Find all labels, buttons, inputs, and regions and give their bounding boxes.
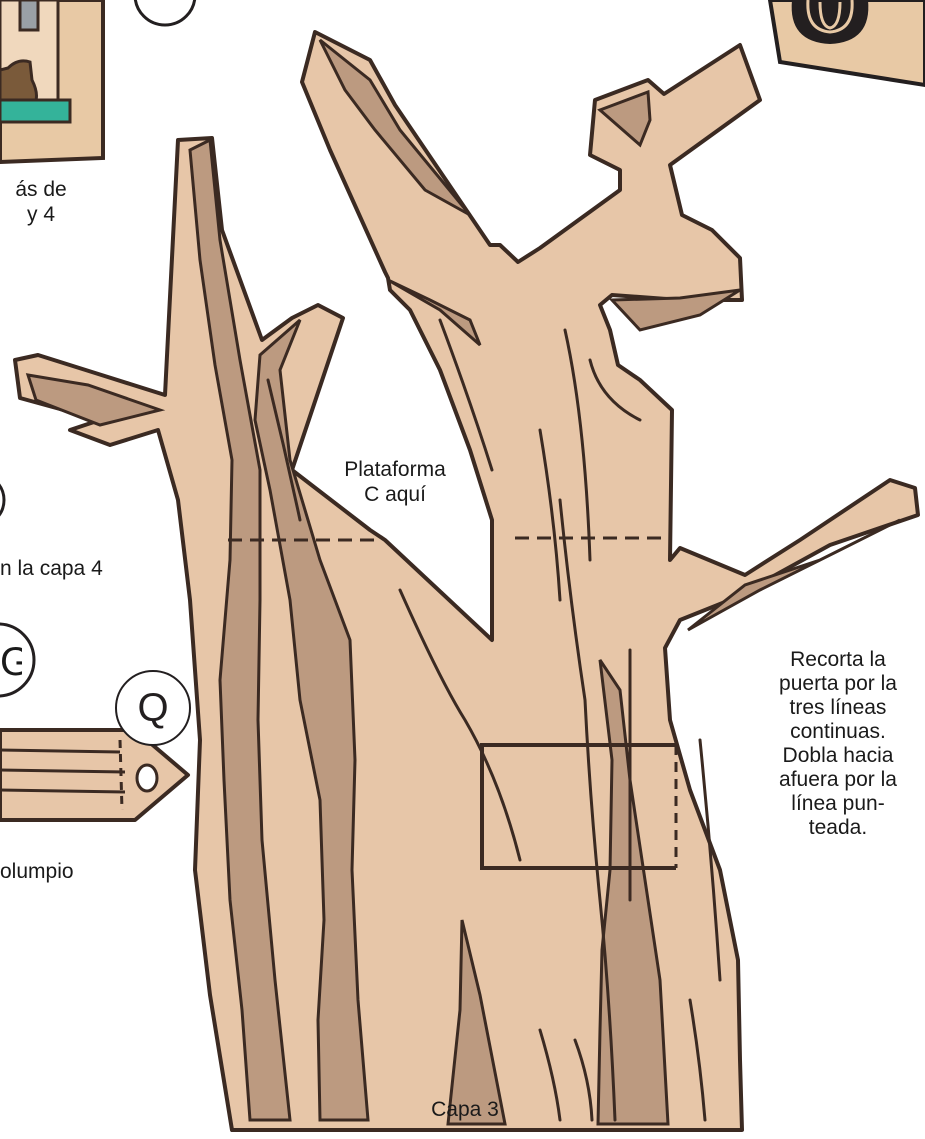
- q-marker: Q: [115, 670, 191, 746]
- left-marker-circle: [0, 483, 6, 517]
- door-instructions: Recorta la puerta por la tres líneas con…: [738, 648, 925, 840]
- instruction-line: puerta por la: [779, 672, 897, 695]
- instruction-line: Dobla hacia: [782, 744, 894, 767]
- swing-plank: [0, 709, 190, 822]
- swing-label: olumpio: [0, 860, 74, 883]
- platform-label-line2: C aquí: [364, 483, 426, 506]
- top-left-label-line1: ás de: [15, 178, 67, 201]
- layer-label: Capa 3: [431, 1098, 499, 1121]
- instruction-line: continuas.: [790, 720, 886, 743]
- instruction-line: tres líneas: [789, 696, 887, 719]
- door-cutout: [480, 743, 678, 870]
- g-marker-circle: [0, 622, 36, 698]
- tree-trunk: [13, 30, 920, 1132]
- top-left-card: [0, 0, 105, 165]
- instruction-line: afuera por la: [779, 768, 897, 791]
- instruction-line: teada.: [808, 816, 868, 839]
- g-marker-label: G: [0, 642, 22, 682]
- instruction-line: Recorta la: [790, 648, 886, 671]
- instruction-line: línea pun-: [791, 792, 885, 815]
- top-marker-circle: [133, 0, 197, 27]
- top-left-label-line2: y 4: [26, 203, 55, 226]
- platform-label-line1: Plataforma: [344, 458, 446, 481]
- layer4-label: n la capa 4: [0, 557, 103, 580]
- top-right-card: [767, 0, 925, 88]
